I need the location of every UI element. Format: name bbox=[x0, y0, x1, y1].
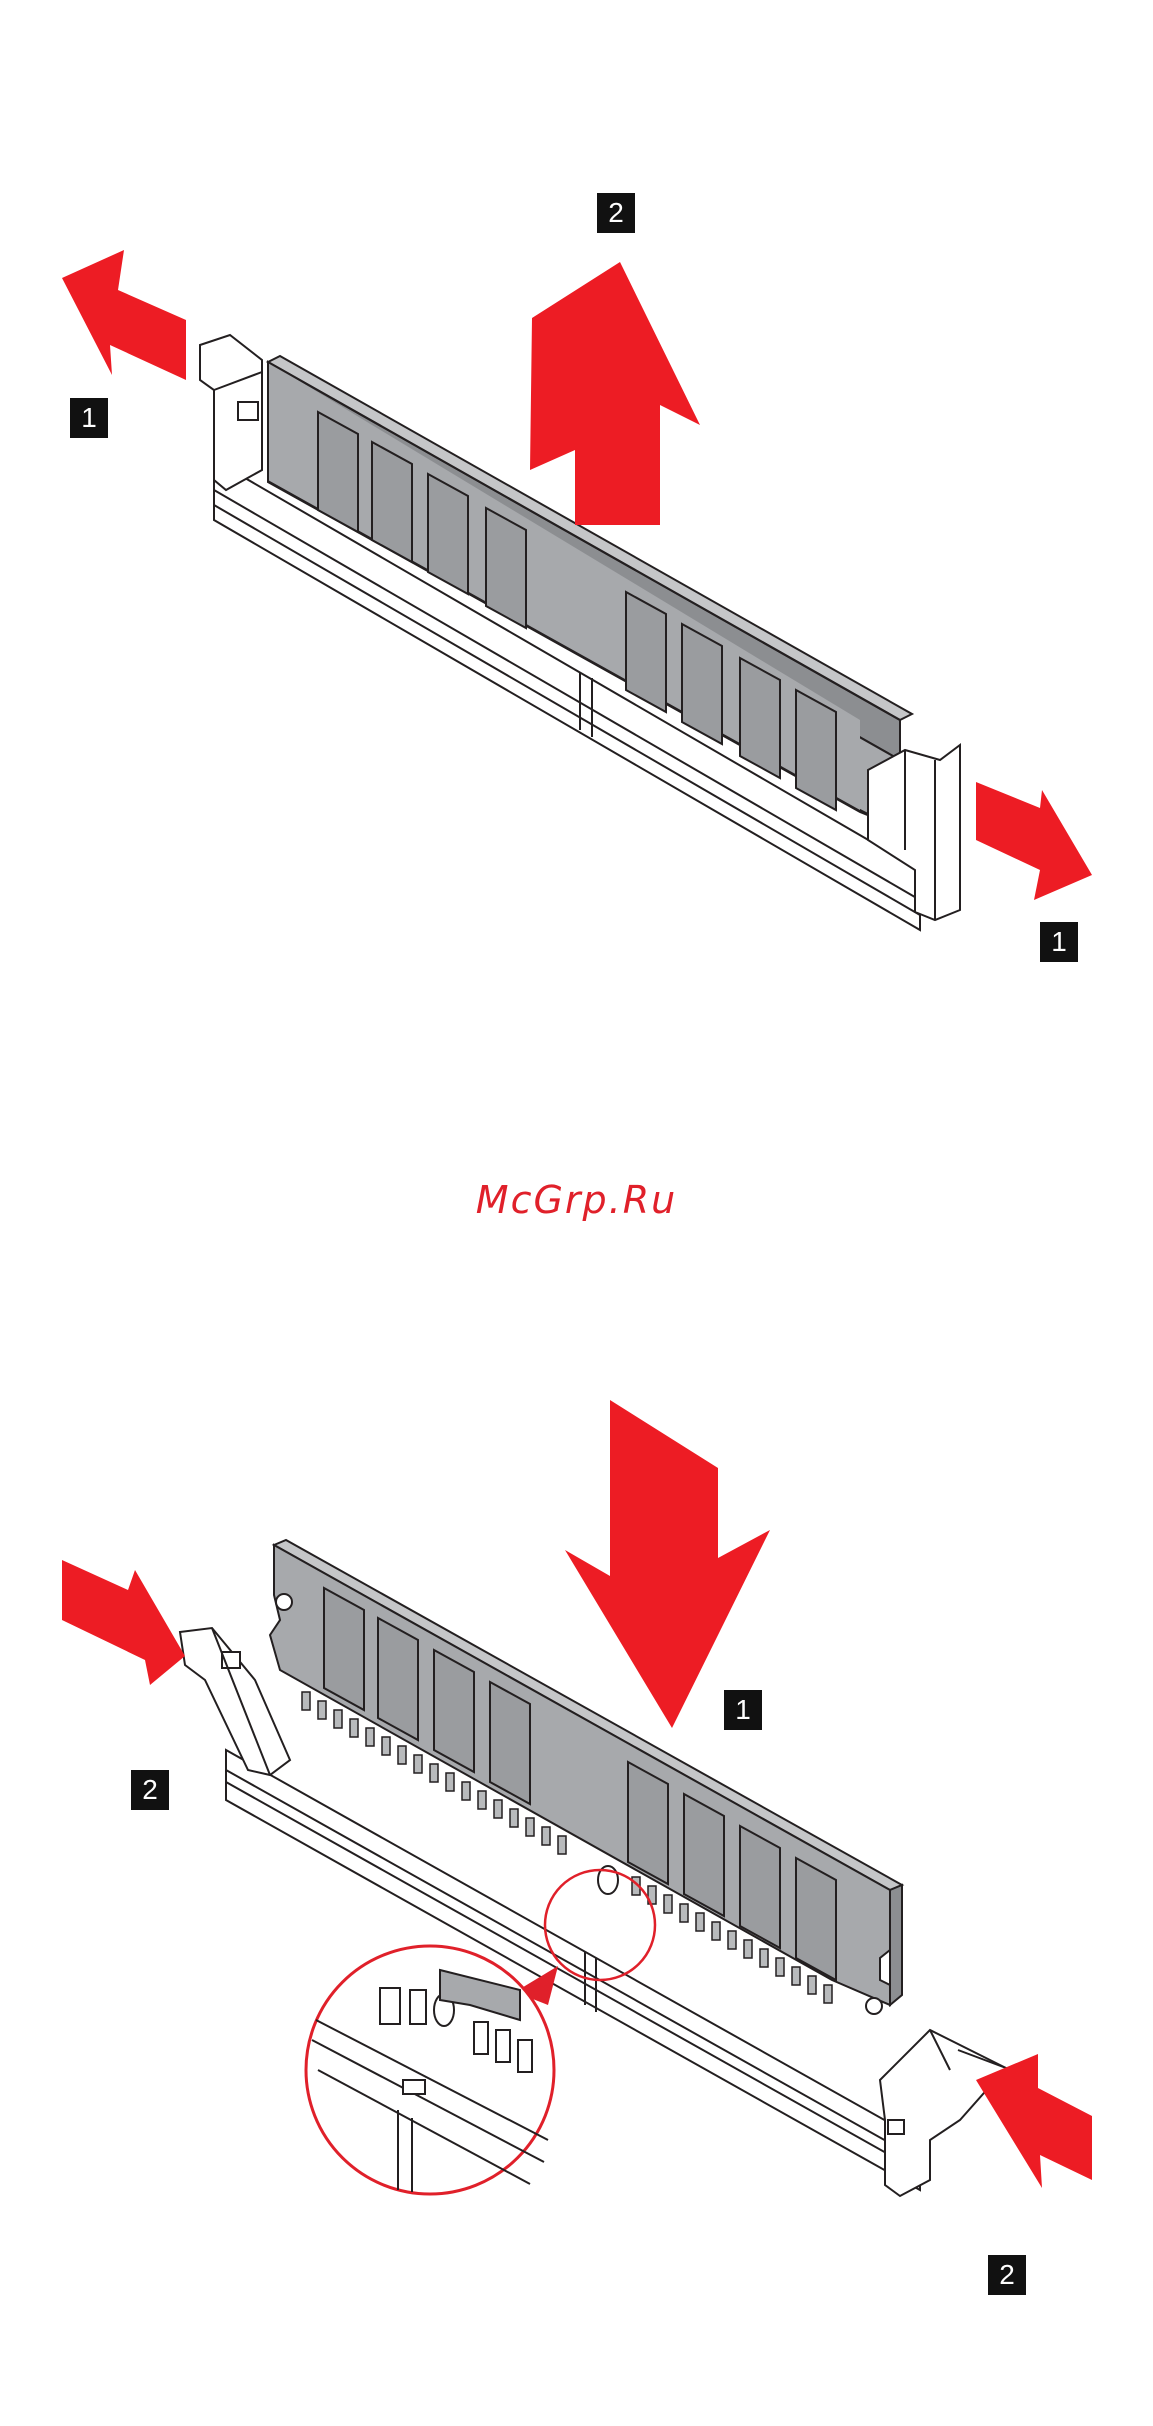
memory-module bbox=[270, 1540, 902, 2014]
step-badge-latch-left: 1 bbox=[70, 398, 108, 438]
arrow-right-inward bbox=[976, 2054, 1092, 2188]
step-badge-press-down: 1 bbox=[724, 1690, 762, 1730]
memory-install-figure bbox=[0, 1380, 1153, 2406]
arrow-left-outward bbox=[62, 250, 186, 380]
right-latch[interactable] bbox=[880, 2030, 1006, 2196]
step-badge-latch-left: 2 bbox=[131, 1770, 169, 1810]
step-badge-latch-right: 1 bbox=[1040, 922, 1078, 962]
left-latch[interactable] bbox=[200, 335, 262, 490]
step-badge-lift: 2 bbox=[597, 193, 635, 233]
arrow-down-press bbox=[565, 1400, 770, 1728]
memory-removal-figure bbox=[0, 0, 1153, 1050]
watermark: McGrp.Ru bbox=[0, 1178, 1153, 1222]
step-badge-latch-right: 2 bbox=[988, 2255, 1026, 2295]
arrow-right-outward bbox=[976, 782, 1092, 900]
arrow-up-lift bbox=[530, 262, 700, 525]
arrow-left-inward bbox=[62, 1560, 185, 1685]
